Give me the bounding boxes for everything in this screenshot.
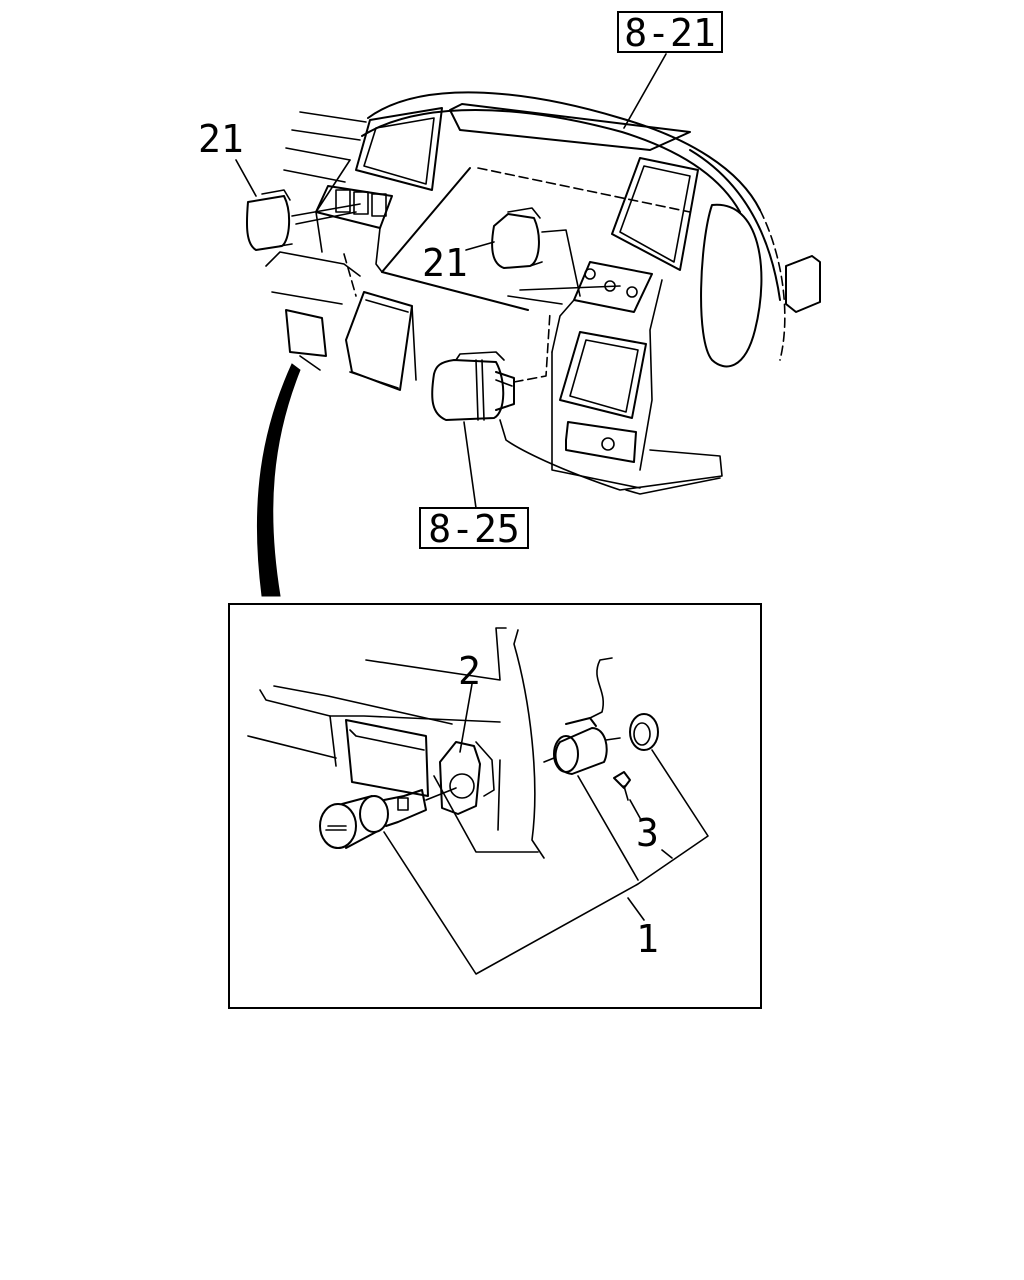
ref-top-label: 8-21 [624,11,716,55]
detail-drawing [247,627,709,975]
instrument-panel-drawing [235,53,821,509]
detail-pointer [256,363,301,597]
callout-21-left: 21 [198,117,244,161]
detail-frame [228,603,762,1009]
callout-21-center: 21 [422,241,468,285]
ref-middle-label: 8-25 [428,507,520,551]
ref-box-top[interactable]: 8-21 [617,11,723,55]
ref-box-middle[interactable]: 8-25 [419,507,529,551]
callout-2: 2 [458,649,481,693]
callout-1: 1 [636,917,659,961]
callout-3: 3 [636,811,659,855]
